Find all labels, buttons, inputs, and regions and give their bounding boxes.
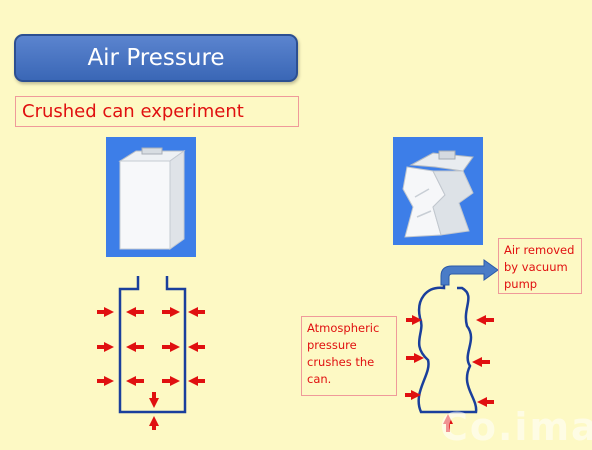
- intact-can-pressure-arrows: [97, 307, 205, 430]
- crushed-can-pressure-arrows: [405, 315, 494, 432]
- vacuum-pump-label: Air removed by vacuum pump: [498, 238, 582, 294]
- atmospheric-pressure-label: Atmospheric pressure crushes the can.: [301, 316, 397, 396]
- vacuum-pump-arrow: [440, 259, 499, 286]
- intact-can-outline: [118, 276, 187, 414]
- slide-title: Air Pressure: [14, 34, 298, 82]
- intact-can-photo: [106, 137, 196, 257]
- slide-subtitle: Crushed can experiment: [15, 96, 299, 127]
- crushed-can-outline: [417, 277, 478, 414]
- watermark-logo: Co.ima: [440, 405, 592, 449]
- crushed-can-photo: [393, 137, 483, 245]
